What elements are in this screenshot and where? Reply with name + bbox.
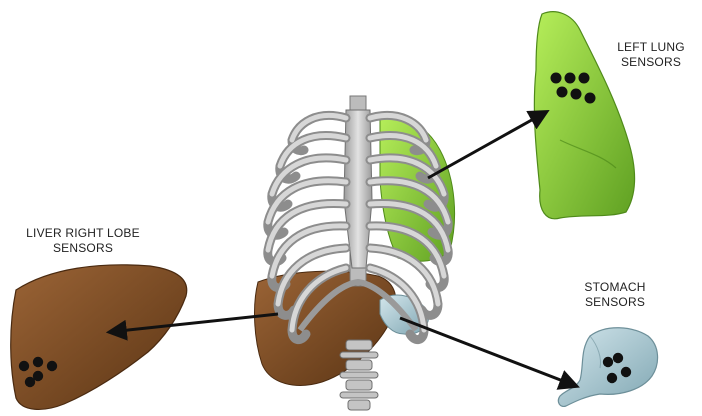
lung-sensor-dot xyxy=(551,73,562,84)
rib-cage xyxy=(255,96,455,410)
stomach-sensor-dot xyxy=(613,353,623,363)
stomach-sensor-dot xyxy=(621,367,631,377)
label-liver-right-lobe-sensors: LIVER RIGHT LOBE SENSORS xyxy=(8,226,158,256)
liver-sensor-dot xyxy=(33,357,43,367)
label-line: STOMACH xyxy=(560,280,670,295)
stomach-sensor-dot xyxy=(607,373,617,383)
lung-sensor-dot xyxy=(571,89,582,100)
label-stomach-sensors: STOMACH SENSORS xyxy=(560,280,670,310)
liver-sensor-dot xyxy=(47,361,57,371)
arrow-to-stomach xyxy=(400,318,576,386)
arrow-to-lung xyxy=(428,112,546,178)
lung-sensor-dot xyxy=(557,87,568,98)
stomach-model xyxy=(558,328,657,407)
liver-model xyxy=(11,265,187,410)
label-line: LEFT LUNG xyxy=(606,40,696,55)
label-line: LIVER RIGHT LOBE xyxy=(8,226,158,241)
stomach-sensor-dot xyxy=(603,357,613,367)
liver-sensor-dot xyxy=(25,377,35,387)
label-line: SENSORS xyxy=(606,55,696,70)
lung-sensor-dot xyxy=(565,73,576,84)
label-line: SENSORS xyxy=(8,241,158,256)
liver-sensor-dot xyxy=(19,361,29,371)
label-line: SENSORS xyxy=(560,295,670,310)
lung-sensor-dot xyxy=(585,93,596,104)
lung-sensor-dot xyxy=(579,73,590,84)
label-left-lung-sensors: LEFT LUNG SENSORS xyxy=(606,40,696,70)
